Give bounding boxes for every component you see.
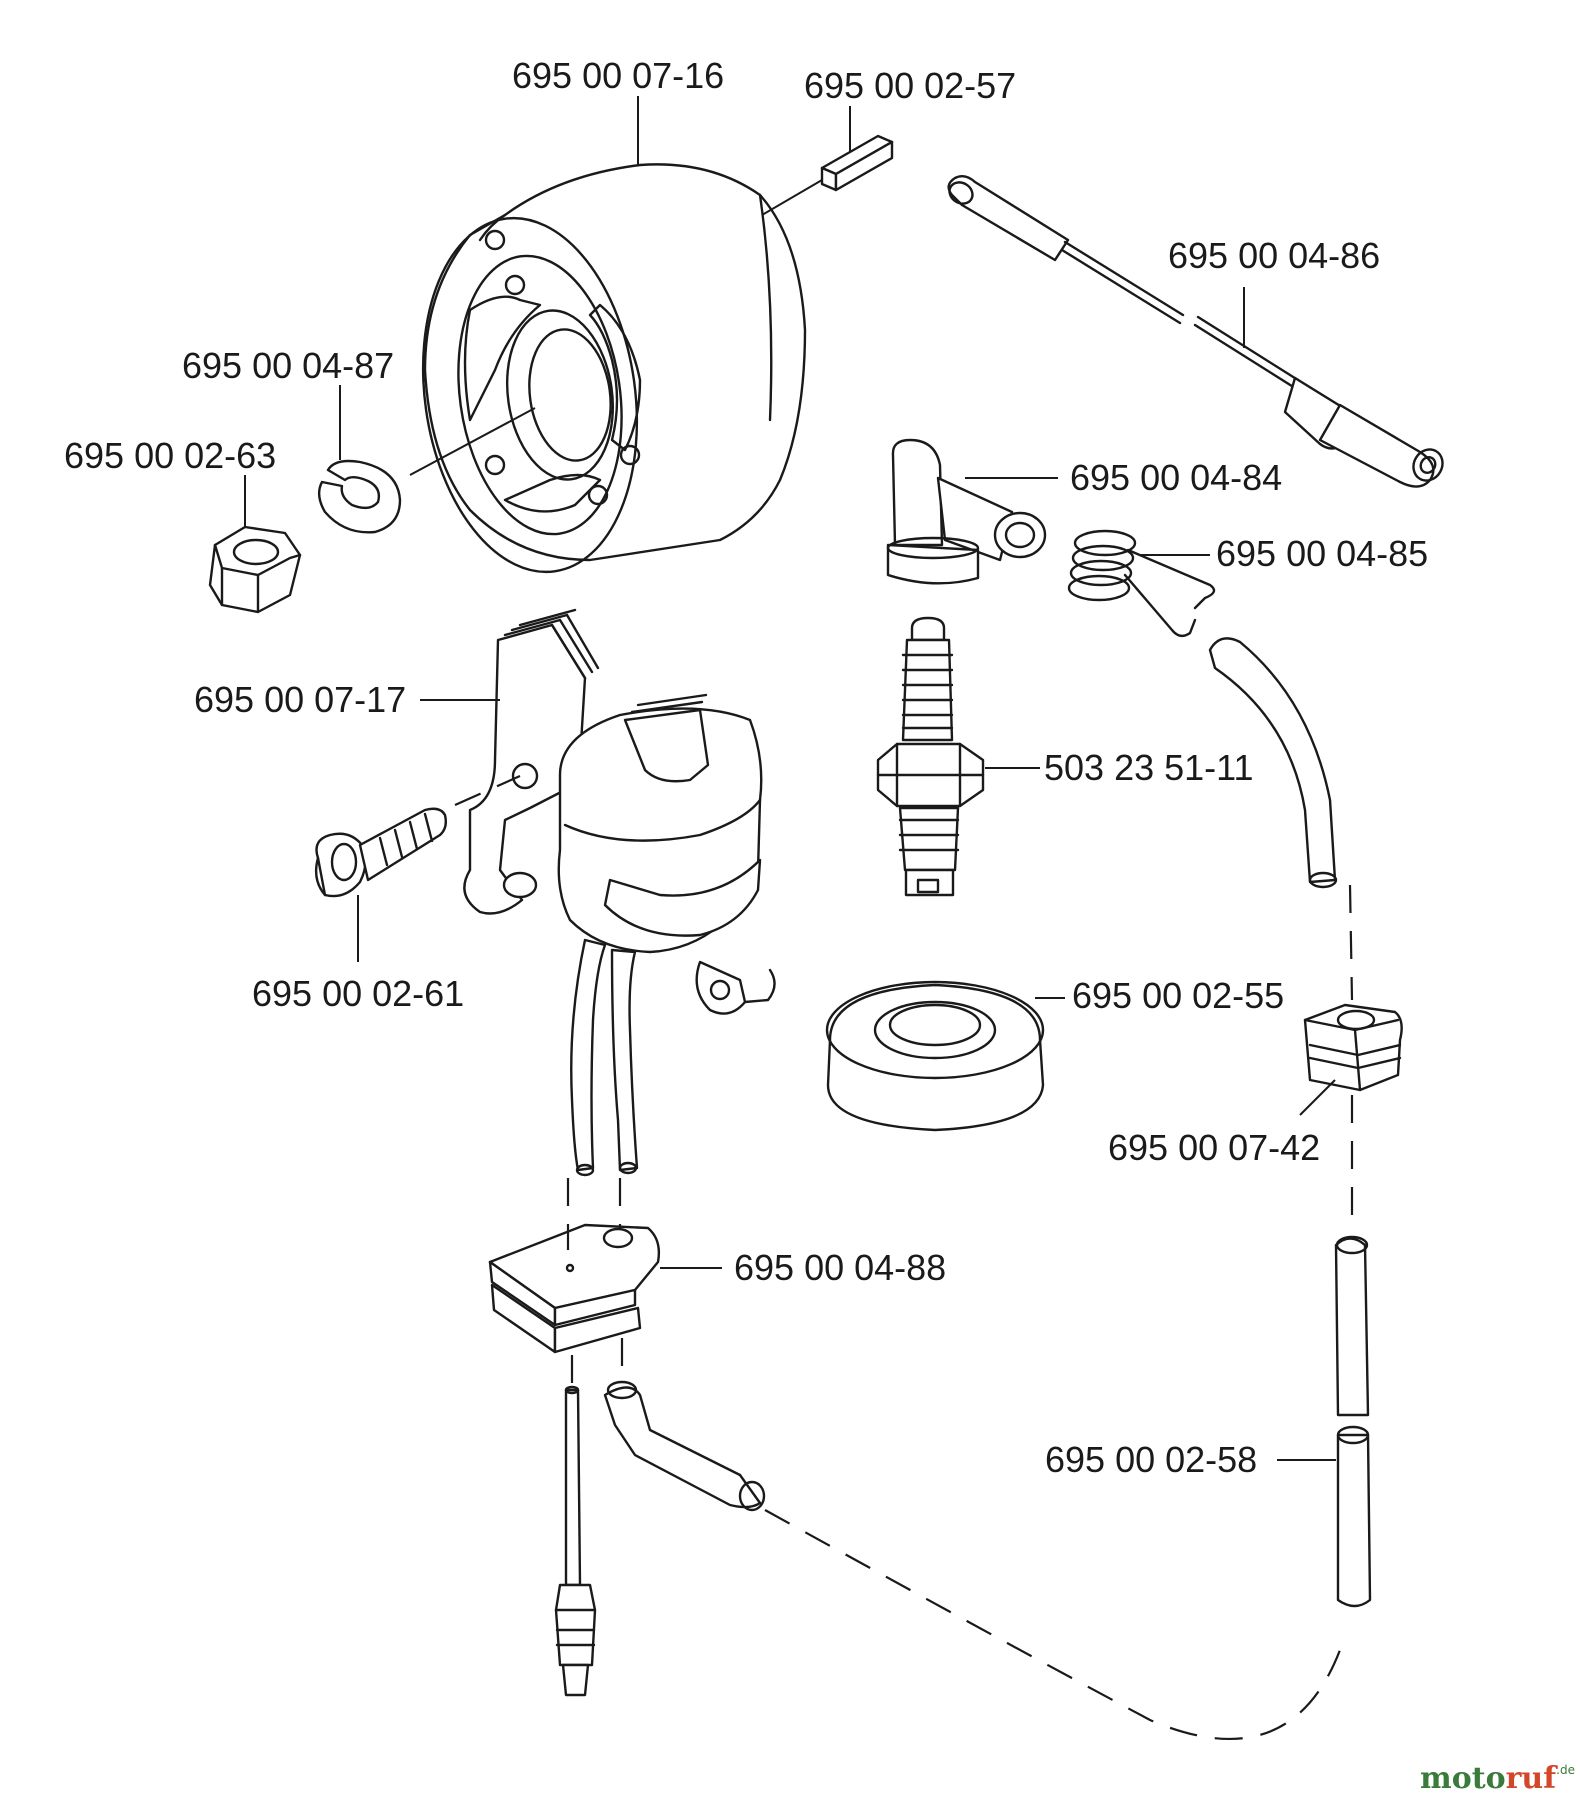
label-screw: 695 00 02-61	[252, 973, 464, 1014]
washer-part	[317, 385, 402, 534]
cable-part	[947, 175, 1444, 488]
label-spark-plug: 503 23 51-11	[1044, 747, 1254, 788]
label-ignition-module: 695 00 07-17	[194, 679, 406, 720]
label-spark-cap: 695 00 04-84	[1070, 457, 1282, 498]
ignition-module-part	[420, 608, 776, 1177]
hose-left-part	[603, 1380, 766, 1512]
watermark: motoruf.de	[1420, 1761, 1575, 1796]
assembly-lines	[566, 884, 1354, 1740]
insulator-part	[488, 1223, 722, 1354]
label-flywheel: 695 00 07-16	[512, 55, 724, 96]
label-grommet: 695 00 02-55	[1072, 975, 1284, 1016]
spring-part	[1067, 529, 1216, 638]
watermark-brand-a: moto	[1420, 1761, 1506, 1796]
label-hose: 695 00 02-58	[1045, 1439, 1257, 1480]
hose-right-part	[1208, 637, 1372, 1608]
label-spring: 695 00 04-85	[1216, 533, 1428, 574]
key-part	[761, 134, 894, 216]
nut-part	[208, 475, 302, 614]
wire-connector-part	[554, 1385, 597, 1697]
label-cable: 695 00 04-86	[1168, 235, 1380, 276]
clip-part	[1299, 1003, 1403, 1116]
spark-plug-part	[876, 616, 1040, 897]
label-nut: 695 00 02-63	[64, 435, 276, 476]
watermark-brand-b: ruf	[1506, 1761, 1559, 1796]
label-key: 695 00 02-57	[804, 65, 1016, 106]
label-insulator: 695 00 04-88	[734, 1247, 946, 1288]
label-washer: 695 00 04-87	[182, 345, 394, 386]
grommet-part	[825, 980, 1065, 1132]
spark-cap-part	[886, 438, 1058, 585]
screw-part	[314, 774, 521, 962]
flywheel-part	[409, 163, 807, 574]
watermark-suffix: .de	[1556, 1763, 1575, 1777]
label-clip: 695 00 07-42	[1108, 1127, 1320, 1168]
